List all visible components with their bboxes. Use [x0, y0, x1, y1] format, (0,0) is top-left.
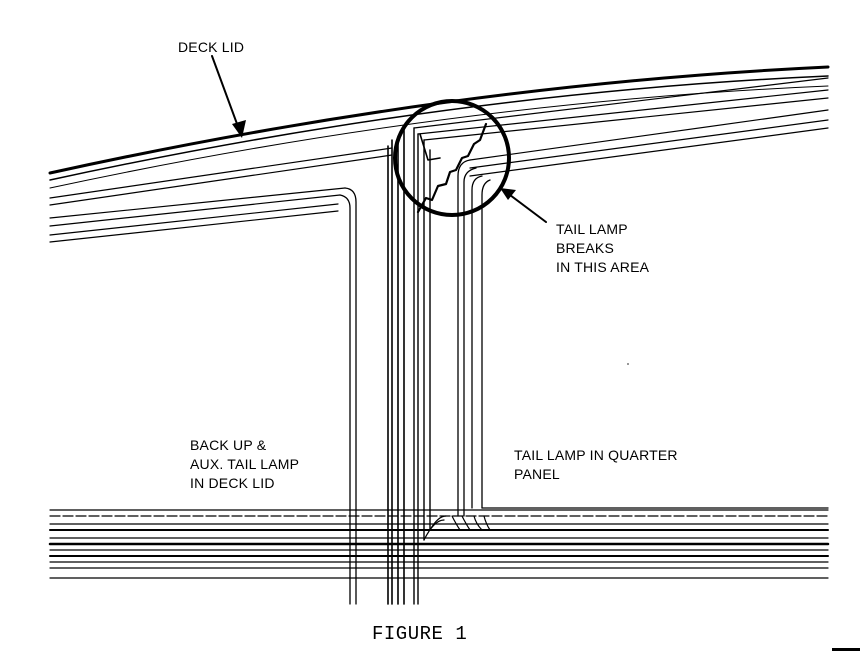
quarter-lamp-lens: [457, 159, 829, 517]
deck-lid-arrow: [211, 55, 241, 133]
deck-lid-lamp-bands: [49, 147, 393, 243]
lamp-end-curls: [423, 515, 491, 541]
backup-line-3: IN DECK LID: [190, 475, 275, 491]
deck-lid-edge: [387, 127, 405, 605]
break-area-circle: [393, 99, 511, 217]
bumper-bands: [48, 509, 830, 579]
breaks-line-2: BREAKS: [556, 240, 614, 256]
quarter-panel-bands: [413, 77, 829, 177]
deck-lid-label-line: DECK LID: [178, 39, 245, 55]
backup-lamp-label: BACK UP & AUX. TAIL LAMP IN DECK LID: [190, 436, 299, 493]
deck-lid-outline: [48, 65, 830, 189]
crack-corner: [419, 133, 441, 161]
corner-mark: [832, 648, 860, 651]
break-arrowhead: [500, 188, 516, 200]
quarter-line-2: PANEL: [514, 466, 560, 482]
backup-lamp-lens: [339, 187, 357, 605]
crack-line: [416, 122, 488, 214]
deck-lid-label: DECK LID: [178, 38, 244, 57]
deck-lid-arrowhead: [232, 120, 246, 138]
breaks-line-1: TAIL LAMP: [556, 221, 628, 237]
backup-line-2: AUX. TAIL LAMP: [190, 456, 300, 472]
backup-line-1: BACK UP &: [190, 437, 267, 453]
figure-caption: FIGURE 1: [372, 623, 468, 645]
breaks-line-3: IN THIS AREA: [556, 259, 650, 275]
tail-lamp-breaks-label: TAIL LAMP BREAKS IN THIS AREA: [556, 220, 649, 277]
quarter-line-1: TAIL LAMP IN QUARTER: [514, 447, 678, 463]
speck: [627, 363, 629, 365]
quarter-lamp-body: [413, 127, 431, 605]
quarter-panel-lamp-label: TAIL LAMP IN QUARTER PANEL: [514, 446, 678, 484]
break-arrow: [505, 191, 547, 223]
